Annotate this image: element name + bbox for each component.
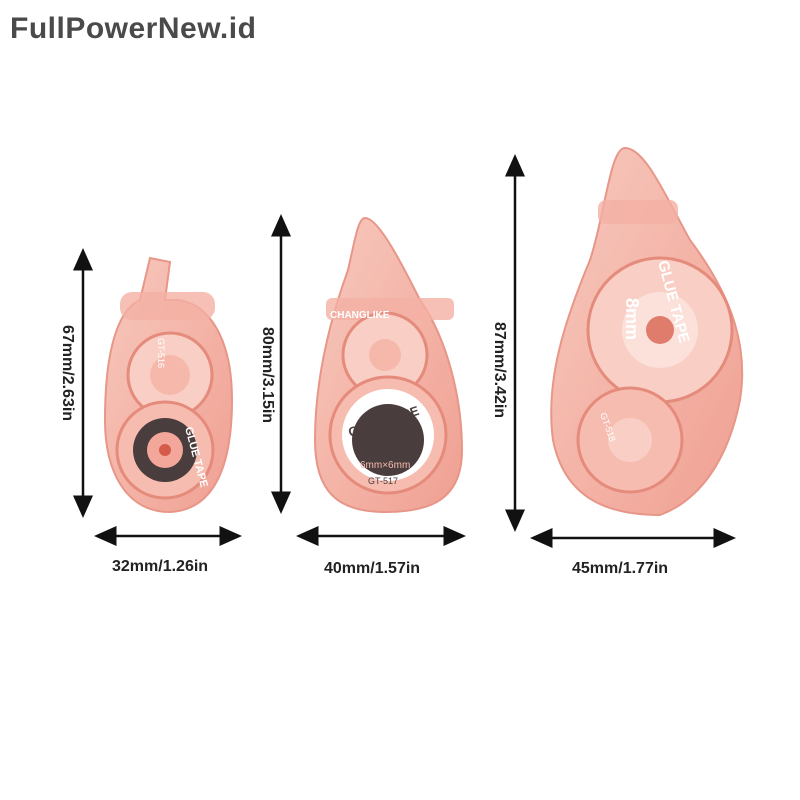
medium-width-label: 40mm/1.57in bbox=[324, 560, 421, 577]
small-height-label: 67mm/2.63in bbox=[59, 325, 76, 422]
small-glue-tape-dispenser bbox=[103, 256, 234, 514]
small-width-label: 32mm/1.26in bbox=[112, 558, 209, 575]
medium-height-label: 80mm/3.15in bbox=[259, 327, 276, 424]
medium-model-label: GT-517 bbox=[368, 476, 398, 486]
small-model-label: GT-516 bbox=[156, 338, 166, 368]
watermark-text: FullPowerNew.id bbox=[10, 12, 257, 45]
large-height-label: 87mm/3.42in bbox=[491, 322, 508, 419]
large-size-label: 8mm bbox=[622, 298, 642, 340]
medium-glue-tape-dispenser bbox=[313, 216, 464, 514]
medium-size-label: 6mm×6mm bbox=[360, 460, 410, 471]
large-width-label: 45mm/1.77in bbox=[572, 560, 669, 577]
medium-brand-label: CHANGLIKE bbox=[330, 310, 390, 321]
large-glue-tape-dispenser bbox=[550, 146, 744, 517]
